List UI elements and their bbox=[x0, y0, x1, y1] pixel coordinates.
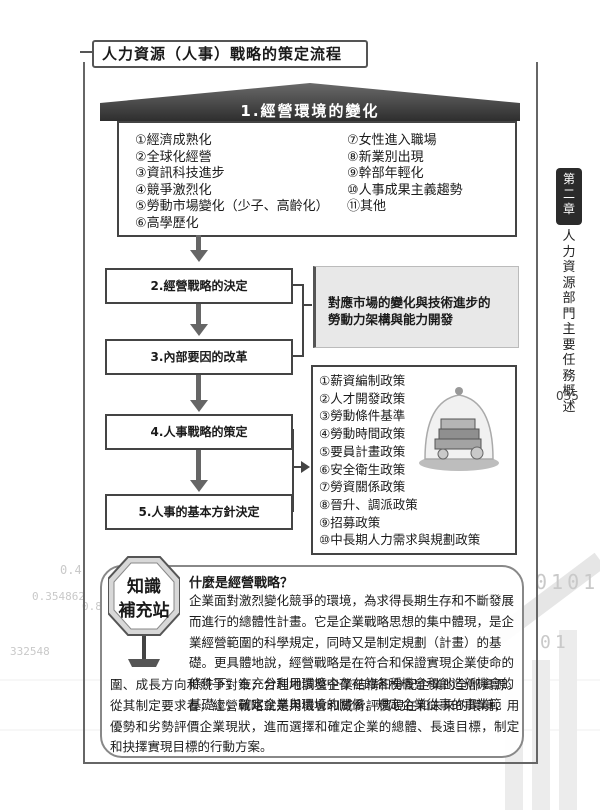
environment-roof: 1.經營環境的變化 bbox=[100, 81, 520, 121]
background-digit: 0.4 bbox=[60, 563, 82, 577]
flow-arrow-shaft bbox=[196, 235, 201, 251]
list-item: ⑤要員計畫政策 bbox=[319, 443, 406, 459]
page-number: 035 bbox=[556, 389, 579, 403]
background-digit: 01 bbox=[540, 632, 570, 653]
list-item: ⑩人事成果主義趨勢 bbox=[347, 182, 463, 198]
body-line: 圍、成長方向和競爭對策，合理地調整企業結構和分配企業的全部資源。 bbox=[110, 677, 520, 692]
down-arrow-icon bbox=[190, 480, 208, 492]
knowledge-full-text: 圍、成長方向和競爭對策，合理地調整企業結構和分配企業的全部資源。 從其制定要求看… bbox=[110, 675, 520, 758]
flow-arrow-shaft bbox=[196, 302, 201, 325]
list-item: ⑨招募政策 bbox=[319, 514, 381, 530]
badge-line: 補充站 bbox=[118, 601, 170, 621]
side-note-line: 勞動力架構與能力開發 bbox=[328, 312, 454, 327]
step-business-strategy: 2.經營戰略的決定 bbox=[105, 268, 293, 304]
policy-list: ①薪資編制政策 ②人才開發政策 ③勞動條件基準 ④勞動時間政策 ⑤要員計畫政策 … bbox=[311, 365, 517, 555]
background-digit: 0101 bbox=[535, 570, 600, 594]
background-digit: 0.354862 bbox=[32, 590, 85, 603]
roof-shape-icon bbox=[100, 83, 520, 121]
list-item: ①經濟成熟化 bbox=[135, 133, 212, 148]
list-item: ①薪資編制政策 bbox=[319, 373, 406, 388]
money-dome-icon bbox=[419, 387, 499, 471]
list-item: ⑦勞資關係政策 bbox=[319, 479, 406, 495]
body-line: 優勢和劣勢評價企業現狀，進而選擇和確定企業的總體、長遠目標，制定 bbox=[110, 718, 520, 734]
background-digit: 332548 bbox=[10, 645, 50, 658]
page-title: 人力資源（人事）戰略的策定流程 bbox=[92, 40, 368, 68]
background-digit: 0.8 bbox=[82, 600, 102, 613]
flow-arrow-shaft bbox=[196, 373, 201, 401]
list-item: ③勞動條件基準 bbox=[319, 408, 406, 424]
list-item: ⑨幹部年輕化 bbox=[347, 166, 424, 181]
body-line: 基礎上，確定企業與環境的關係，規定企業從事的事業範 bbox=[189, 696, 502, 712]
chapter-tab-char: 第 bbox=[562, 172, 575, 186]
knowledge-indented-text: 企業面對激烈變化競爭的環境，為求得長期生存和不斷發展 而進行的總體性計畫。它是企… bbox=[189, 591, 514, 716]
list-item: ④競爭激烈化 bbox=[135, 182, 212, 198]
list-item: ⑪其他 bbox=[347, 199, 387, 214]
environment-left-column: ①經濟成熟化 ②全球化經營 ③資訊科技進步 ④競爭激烈化 ⑤勞動市場變化（少子、… bbox=[135, 133, 329, 232]
chapter-title: 人力資源部門主要任務概述 bbox=[562, 229, 576, 415]
list-item: ⑧晉升、調派政策 bbox=[319, 496, 418, 512]
list-item: ⑧新業別出現 bbox=[347, 149, 424, 165]
badge-line: 知識 bbox=[127, 577, 161, 597]
knowledge-badge-label: 知識 補充站 bbox=[108, 575, 180, 623]
list-item: ⑥高學歷化 bbox=[135, 215, 199, 231]
flow-frame bbox=[83, 62, 538, 764]
side-note-line: 對應市場的變化與技術進步的 bbox=[328, 295, 491, 310]
step-internal-reform: 3.內部要因的改革 bbox=[105, 339, 293, 375]
down-arrow-icon bbox=[190, 250, 208, 262]
body-line: 業經營範圍的科學規定，同時又是制定規劃（計畫）的基 bbox=[189, 634, 502, 650]
step-hr-basic-policy: 5.人事的基本方針決定 bbox=[105, 494, 293, 530]
environment-title: 1.經營環境的變化 bbox=[240, 102, 380, 120]
chapter-tab-char: 二 bbox=[562, 187, 575, 201]
body-line: 從其制定要求看，經營戰略就是用機會和威脅評價現在和未來的環境，用 bbox=[110, 697, 520, 713]
step-hr-strategy: 4.人事戰略的策定 bbox=[105, 414, 293, 450]
right-arrow-icon bbox=[301, 461, 310, 473]
environment-list: ①經濟成熟化 ②全球化經營 ③資訊科技進步 ④競爭激烈化 ⑤勞動市場變化（少子、… bbox=[117, 121, 517, 237]
chapter-tab: 第 二 章 bbox=[556, 168, 582, 225]
down-arrow-icon bbox=[190, 324, 208, 336]
chapter-tab-char: 章 bbox=[562, 202, 575, 216]
body-line: 礎。更具體地說，經營戰略是在符合和保證實現企業使命的 bbox=[189, 655, 515, 671]
list-item: ②全球化經營 bbox=[135, 149, 212, 165]
list-item: ⑤勞動市場變化（少子、高齡化） bbox=[135, 199, 329, 214]
knowledge-question: 什麼是經營戰略？ bbox=[189, 576, 294, 591]
knowledge-badge-icon bbox=[108, 556, 180, 667]
list-item: ②人才開發政策 bbox=[319, 390, 406, 406]
body-line: 企業面對激烈變化競爭的環境，為求得長期生存和不斷發展 bbox=[189, 593, 515, 608]
side-note-text: 對應市場的變化與技術進步的 勞動力架構與能力開發 bbox=[328, 294, 491, 328]
flow-arrow-shaft bbox=[196, 448, 201, 481]
list-item: ③資訊科技進步 bbox=[135, 166, 225, 181]
list-item: ⑦女性進入職場 bbox=[347, 133, 437, 148]
environment-right-column: ⑦女性進入職場 ⑧新業別出現 ⑨幹部年輕化 ⑩人事成果主義趨勢 ⑪其他 bbox=[347, 133, 463, 216]
body-line: 而進行的總體性計畫。它是企業戰略思想的集中體現，是企 bbox=[189, 613, 515, 629]
body-line: 條件下，在充分利用環境中存在的各種機會和創造新機會的 bbox=[189, 676, 515, 692]
list-item: ⑩中長期人力需求與規劃政策 bbox=[319, 532, 481, 548]
side-note-box: 對應市場的變化與技術進步的 勞動力架構與能力開發 bbox=[313, 266, 519, 348]
down-arrow-icon bbox=[190, 400, 208, 412]
list-item: ⑥安全衛生政策 bbox=[319, 461, 406, 477]
policy-items: ①薪資編制政策 ②人才開發政策 ③勞動條件基準 ④勞動時間政策 ⑤要員計畫政策 … bbox=[319, 372, 480, 549]
body-line: 和抉擇實現目標的行動方案。 bbox=[110, 739, 273, 755]
list-item: ④勞動時間政策 bbox=[319, 426, 406, 442]
